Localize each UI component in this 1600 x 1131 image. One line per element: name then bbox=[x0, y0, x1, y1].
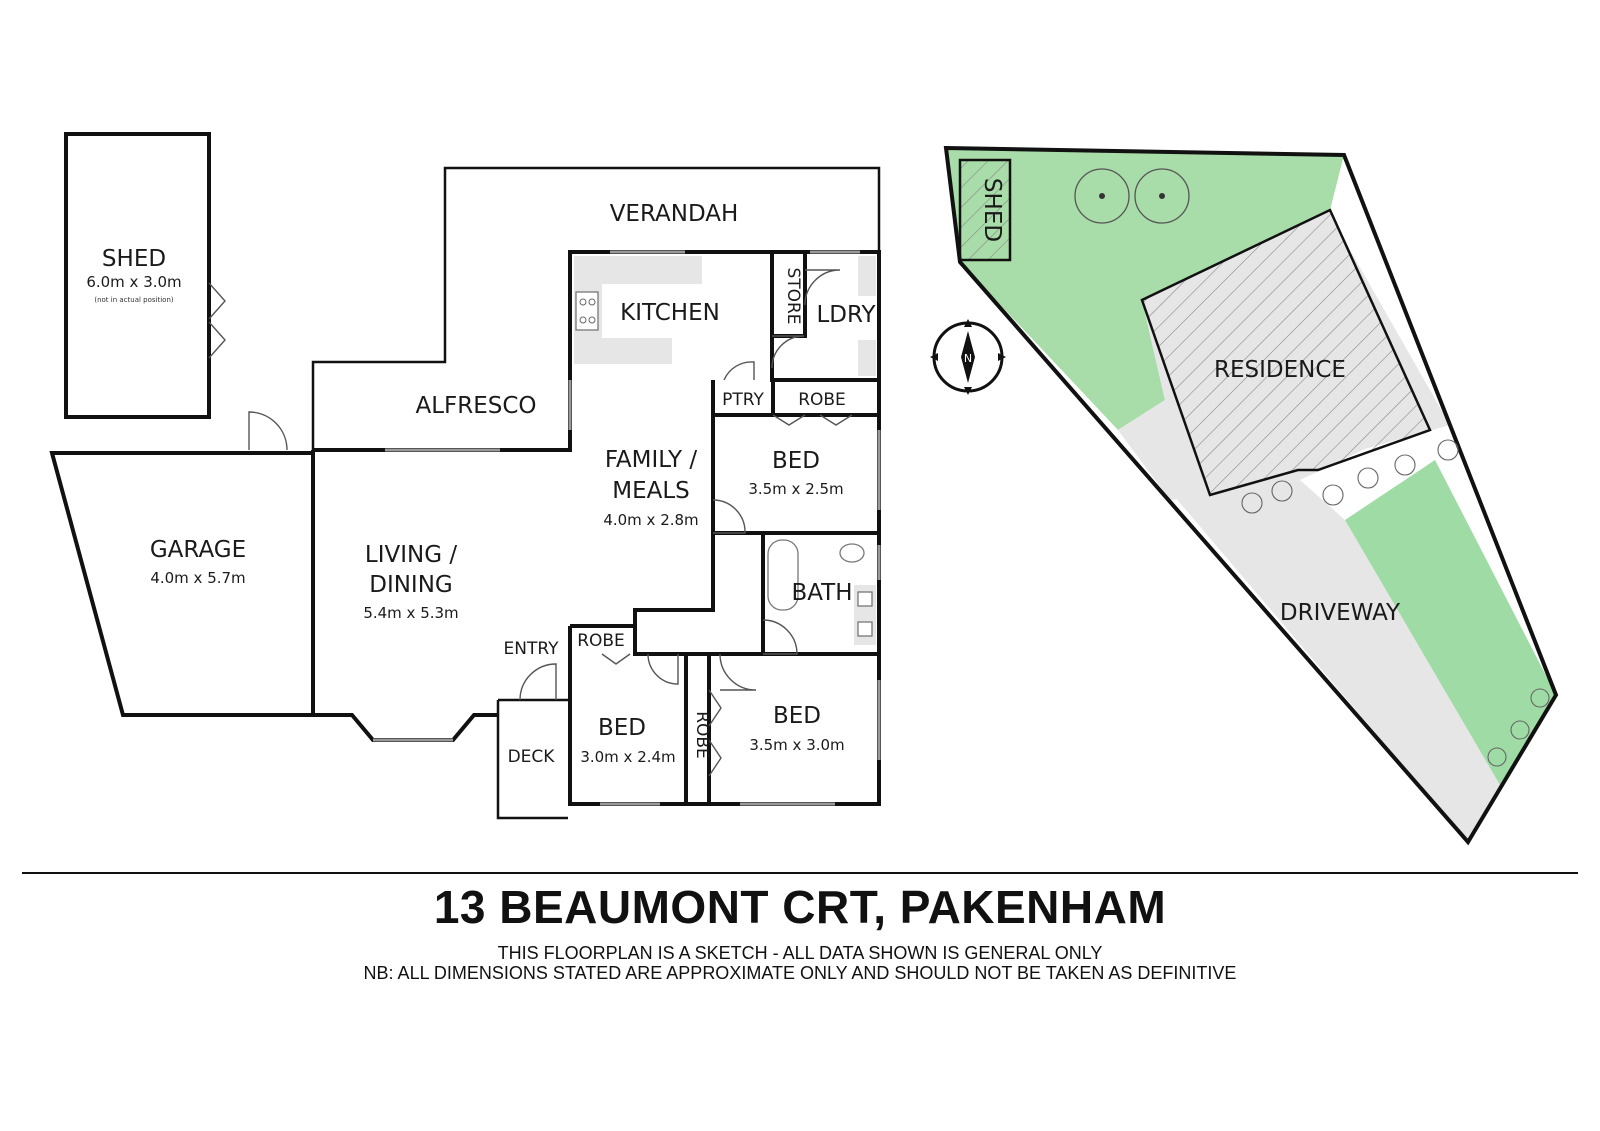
room-labels: KITCHEN STORE LDRY PTRY ROBE FAMILY / ME… bbox=[150, 267, 877, 767]
door-swings bbox=[248, 269, 853, 777]
bed2-dimensions: 3.0m x 2.4m bbox=[580, 748, 675, 766]
bed1-dimensions: 3.5m x 2.5m bbox=[748, 480, 843, 498]
bath-fixtures bbox=[767, 539, 876, 645]
shed-note: (not in actual position) bbox=[94, 296, 174, 304]
site-driveway-label: DRIVEWAY bbox=[1280, 600, 1401, 626]
bed3-dimensions: 3.5m x 3.0m bbox=[749, 736, 844, 754]
verandah-outline: VERANDAH ALFRESCO bbox=[311, 166, 881, 450]
bath-label: BATH bbox=[791, 580, 852, 606]
living-label-line2: DINING bbox=[369, 572, 453, 598]
kitchen-fixtures bbox=[574, 256, 876, 376]
disclaimer-line-1: THIS FLOORPLAN IS A SKETCH - ALL DATA SH… bbox=[497, 943, 1103, 963]
garage-label: GARAGE bbox=[150, 537, 246, 563]
bed3-label: BED bbox=[773, 703, 821, 729]
living-label-line1: LIVING / bbox=[365, 542, 457, 568]
pantry-label: PTRY bbox=[722, 390, 764, 410]
family-label-line2: MEALS bbox=[612, 478, 690, 504]
garage-dimensions: 4.0m x 5.7m bbox=[150, 569, 245, 587]
entry-label: ENTRY bbox=[504, 639, 560, 659]
living-dimensions: 5.4m x 5.3m bbox=[363, 604, 458, 622]
compass-north-label: N bbox=[964, 352, 972, 365]
windows bbox=[132, 250, 881, 806]
footer-divider bbox=[22, 872, 1578, 874]
compass: N bbox=[930, 319, 1006, 395]
kitchen-label: KITCHEN bbox=[620, 300, 720, 326]
bed1-label: BED bbox=[772, 448, 820, 474]
verandah-label: VERANDAH bbox=[610, 201, 739, 227]
site-residence-label: RESIDENCE bbox=[1214, 357, 1346, 383]
alfresco-label: ALFRESCO bbox=[415, 393, 536, 419]
bed2-label: BED bbox=[598, 715, 646, 741]
robe-side-label: ROBE bbox=[692, 711, 712, 759]
shed-dimensions: 6.0m x 3.0m bbox=[86, 273, 181, 291]
disclaimer-line-2: NB: ALL DIMENSIONS STATED ARE APPROXIMAT… bbox=[363, 963, 1237, 983]
site-plan: SHED RESIDENCE DRIVEWAY bbox=[943, 145, 1559, 846]
shed-room: SHED 6.0m x 3.0m (not in actual position… bbox=[64, 132, 226, 419]
deck-label: DECK bbox=[508, 747, 556, 767]
site-shed-label: SHED bbox=[979, 178, 1005, 242]
robe-mid-label: ROBE bbox=[577, 631, 625, 651]
family-label-line1: FAMILY / bbox=[605, 447, 698, 473]
laundry-label: LDRY bbox=[816, 302, 876, 328]
property-address: 13 BEAUMONT CRT, PAKENHAM bbox=[433, 881, 1167, 933]
store-label: STORE bbox=[783, 267, 803, 324]
family-dimensions: 4.0m x 2.8m bbox=[603, 511, 698, 529]
shed-label: SHED bbox=[102, 246, 166, 272]
robe-top-label: ROBE bbox=[798, 390, 846, 410]
garage-room bbox=[49, 451, 315, 717]
